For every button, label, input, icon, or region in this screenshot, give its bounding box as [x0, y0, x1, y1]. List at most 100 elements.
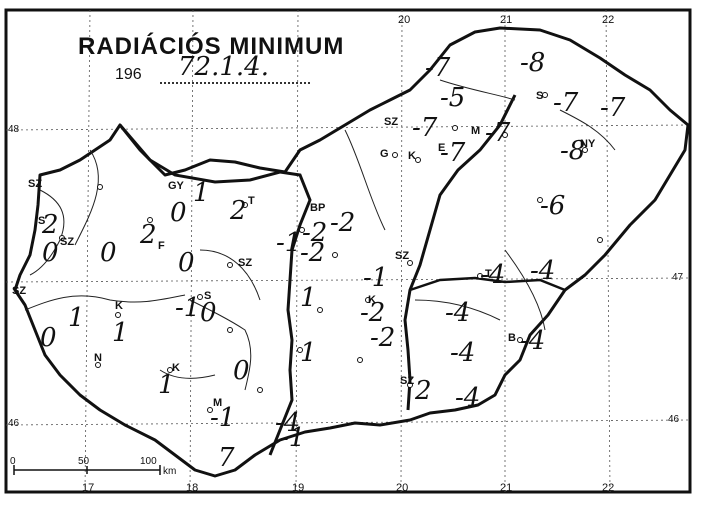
- map-frame: [4, 8, 692, 494]
- value-label: 0: [178, 248, 195, 278]
- value-label: -4: [480, 260, 506, 290]
- city-label: SZ: [12, 285, 27, 297]
- value-label: -1: [280, 423, 306, 453]
- value-label: -6: [540, 191, 566, 221]
- date-underline: [160, 66, 310, 84]
- value-label: 1: [68, 303, 85, 333]
- value-label: -7: [553, 88, 579, 118]
- value-label: -2: [370, 323, 396, 353]
- value-label: 0: [200, 298, 217, 328]
- value-label: -4: [520, 326, 546, 356]
- value-label: -4: [275, 408, 301, 438]
- scale-bar: [13, 465, 161, 475]
- value-label: 1: [112, 318, 129, 348]
- value-label: -1: [363, 263, 389, 293]
- value-label: 1: [300, 283, 317, 313]
- lon-label-17: 17: [82, 482, 95, 494]
- value-label: -7: [440, 138, 466, 168]
- value-label: -1: [175, 293, 201, 323]
- city-label: G: [380, 148, 389, 160]
- value-label: -5: [440, 83, 466, 113]
- city-label: K: [368, 294, 376, 306]
- city-label: M: [471, 125, 481, 137]
- city-label: S: [536, 90, 544, 102]
- value-label: 1: [300, 338, 317, 368]
- top-lon-label-21: 21: [500, 14, 513, 26]
- value-label: 0: [170, 198, 187, 228]
- scale-max: 100: [140, 456, 157, 467]
- lon-label-21: 21: [500, 482, 513, 494]
- city-label: NY: [580, 138, 596, 150]
- lon-label-19: 19: [292, 482, 305, 494]
- city-label: SZ: [28, 178, 43, 190]
- value-label: 0: [100, 238, 117, 268]
- danube-river: [118, 124, 312, 456]
- value-label: 7: [218, 443, 235, 473]
- value-label: 2: [140, 220, 157, 250]
- city-label: K: [408, 150, 416, 162]
- lat-label-48: 48: [8, 124, 20, 135]
- value-label: 0: [40, 323, 57, 353]
- city-label: S: [38, 215, 46, 227]
- top-lon-label-20: 20: [398, 14, 411, 26]
- value-label: -2: [302, 218, 328, 248]
- value-label: -7: [485, 118, 511, 148]
- value-label: -1: [276, 228, 302, 258]
- city-label: B: [508, 332, 516, 344]
- handwritten-date: 72.1.4.: [178, 52, 269, 82]
- value-label: -1: [210, 403, 236, 433]
- scale-zero: 0: [10, 456, 16, 467]
- city-label: M: [213, 397, 223, 409]
- value-label: -7: [412, 113, 438, 143]
- city-label: T: [485, 268, 492, 280]
- city-label: K: [172, 362, 180, 374]
- city-label: F: [158, 240, 165, 252]
- graticule: [5, 9, 691, 493]
- value-label: -4: [455, 383, 481, 413]
- lat-label-46-right: 46: [668, 414, 680, 425]
- value-label: 0: [233, 356, 250, 386]
- city-label: SZ: [384, 116, 399, 128]
- river-branch: [409, 276, 566, 292]
- value-label: 2: [415, 376, 432, 406]
- city-label: SZ: [400, 375, 415, 387]
- value-label: -2: [330, 208, 356, 238]
- lon-label-18: 18: [186, 482, 199, 494]
- value-label: 1: [158, 370, 175, 400]
- city-label: BP: [310, 202, 326, 214]
- map-title: RADIÁCIÓS MINIMUM: [78, 33, 345, 60]
- city-label: GY: [168, 180, 184, 192]
- year-prefix: 196: [115, 66, 142, 83]
- city-label: K: [115, 300, 123, 312]
- lat-label-46: 46: [8, 418, 20, 429]
- city-label: S: [204, 290, 212, 302]
- value-label: -8: [560, 136, 586, 166]
- value-label: -4: [450, 338, 476, 368]
- value-label: -2: [360, 298, 386, 328]
- lat-label-47: 47: [672, 272, 684, 283]
- city-label: SZ: [238, 257, 253, 269]
- station-markers: [59, 92, 603, 413]
- city-label: T: [248, 195, 255, 207]
- city-label: E: [438, 142, 446, 154]
- city-label: SZ: [60, 236, 75, 248]
- value-label: -7: [425, 53, 451, 83]
- scale-unit: km: [163, 466, 177, 477]
- city-label: SZ: [395, 250, 410, 262]
- value-label: 2: [230, 196, 247, 226]
- city-label: N: [94, 352, 102, 364]
- value-label: -4: [530, 256, 556, 286]
- tisza-river: [403, 94, 517, 411]
- country-border: [13, 26, 690, 478]
- value-label: -2: [300, 238, 326, 268]
- lon-label-20: 20: [396, 482, 409, 494]
- value-label: 1: [193, 178, 210, 208]
- scale-mid: 50: [78, 456, 90, 467]
- value-label: 0: [42, 238, 59, 268]
- lon-label-22: 22: [602, 482, 615, 494]
- value-label: -4: [445, 298, 471, 328]
- value-label: 2: [42, 210, 59, 240]
- top-lon-label-22: 22: [602, 14, 615, 26]
- value-label: -7: [600, 93, 626, 123]
